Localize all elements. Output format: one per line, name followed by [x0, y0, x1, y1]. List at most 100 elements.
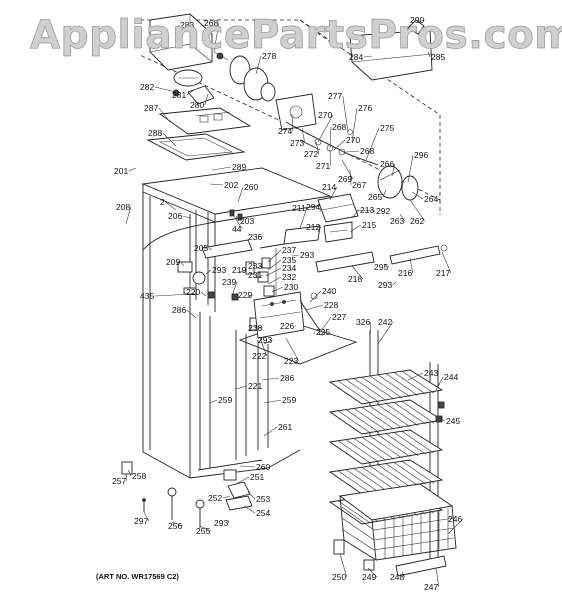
callout-226: 226: [280, 321, 294, 331]
leader-line-282: [154, 86, 177, 93]
leader-line-232: [267, 276, 282, 285]
leader-line-258: [127, 469, 132, 477]
leader-line-280: [204, 93, 209, 106]
callout-275: 275: [380, 123, 394, 133]
leader-line-293a: [291, 254, 300, 257]
callout-284: 284: [349, 52, 363, 62]
leader-line-212: [317, 226, 322, 233]
leader-line-268b: [329, 126, 332, 149]
callout-202: 202: [224, 180, 238, 190]
callout-212: 212: [306, 222, 320, 232]
callout-225: 225: [316, 327, 330, 337]
leader-line-255: [199, 525, 211, 532]
callout-276: 276: [358, 103, 372, 113]
callout-294: 294: [306, 202, 320, 212]
leader-line-281: [186, 89, 195, 96]
leader-line-285: [427, 51, 431, 58]
callout-262: 262: [410, 216, 424, 226]
callout-238: 238: [248, 323, 262, 333]
leader-line-2: [165, 201, 177, 211]
leader-line-228: [305, 304, 324, 311]
callout-286b: 286: [280, 373, 294, 383]
leader-line-262: [409, 199, 426, 222]
wire-shelf: [328, 399, 444, 435]
leader-line-297: [143, 511, 150, 522]
callout-271: 271: [316, 161, 330, 171]
callout-220: 220: [186, 287, 200, 297]
leader-line-220: [200, 291, 207, 297]
callout-239: 239: [222, 277, 236, 287]
callout-229: 229: [238, 290, 252, 300]
callout-273: 273: [290, 138, 304, 148]
callout-281: 281: [172, 90, 186, 100]
leader-line-277: [342, 95, 349, 133]
callout-233: 233: [248, 261, 262, 271]
leader-line-246: [447, 518, 464, 535]
leader-line-213: [351, 209, 360, 219]
art-number: (ART NO. WR17569 C2): [96, 572, 179, 581]
bracket-plate: [275, 93, 317, 131]
callout-223: 223: [284, 356, 298, 366]
callout-247: 247: [424, 582, 438, 592]
leader-line-216: [409, 257, 414, 274]
callout-231: 231: [248, 270, 262, 280]
leader-line-270b: [333, 139, 346, 151]
callout-240: 240: [322, 286, 336, 296]
callout-219: 219: [232, 265, 246, 275]
leader-line-242: [377, 321, 394, 345]
callout-234: 234: [282, 263, 296, 273]
leader-line-244: [435, 376, 444, 391]
callout-248: 248: [390, 572, 404, 582]
leader-line-266: [391, 163, 396, 177]
leader-line-209: [180, 261, 185, 267]
leader-line-254: [243, 505, 256, 514]
leader-line-260b: [239, 465, 256, 468]
control-box: [253, 291, 305, 339]
leader-line-249: [367, 567, 378, 578]
callout-280: 280: [190, 100, 204, 110]
leader-line-268c: [345, 150, 360, 153]
ice-bucket: [349, 19, 433, 81]
callout-263: 263: [390, 216, 404, 226]
callout-244: 244: [444, 372, 458, 382]
light-switch: [177, 261, 206, 295]
icemaker-housing: [149, 13, 215, 105]
callout-236: 236: [248, 232, 262, 242]
leader-line-261: [263, 426, 278, 437]
leader-line-245: [439, 417, 446, 422]
callout-232: 232: [282, 272, 296, 282]
leader-line-259a: [209, 399, 218, 404]
callout-254: 254: [256, 508, 270, 518]
callout-287: 287: [144, 103, 158, 113]
leader-line-294: [319, 206, 322, 213]
callout-227: 227: [332, 312, 346, 322]
leader-line-265: [382, 189, 387, 198]
callout-250: 250: [332, 572, 346, 582]
leader-line-234: [265, 267, 282, 277]
callout-267: 267: [352, 180, 366, 190]
damper-motor: [377, 165, 419, 201]
callout-44: 44: [232, 224, 242, 234]
leader-line-239: [231, 281, 238, 297]
leader-line-278: [255, 55, 262, 75]
callout-259b: 259: [282, 395, 296, 405]
leader-line-227: [321, 316, 332, 331]
leader-line-214: [329, 186, 338, 201]
icemaker-tray: [158, 107, 252, 135]
leader-line-247: [435, 567, 440, 588]
callout-243: 243: [424, 368, 438, 378]
leader-line-284: [363, 55, 373, 58]
callout-2: 2: [160, 197, 165, 207]
leader-line-252: [222, 495, 231, 499]
callout-256: 256: [168, 521, 182, 531]
callout-293c: 293: [378, 280, 392, 290]
callout-282: 282: [140, 82, 154, 92]
wire-shelf: [328, 459, 444, 495]
leader-line-253: [247, 491, 256, 500]
callout-297: 297: [134, 516, 148, 526]
callout-217: 217: [436, 268, 450, 278]
callout-214: 214: [322, 182, 336, 192]
leader-line-286a: [186, 309, 197, 319]
